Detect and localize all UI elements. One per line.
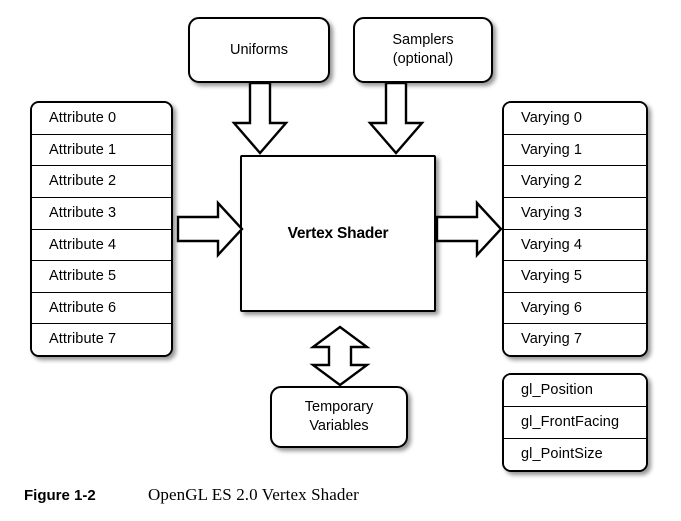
arrow-shader-to-varyings: [435, 199, 503, 259]
list-item: Attribute 2: [32, 166, 171, 198]
uniforms-label: Uniforms: [229, 41, 288, 58]
list-item: Varying 0: [504, 103, 646, 135]
list-item: Attribute 7: [32, 324, 171, 355]
list-item: Attribute 3: [32, 197, 171, 230]
list-item: Varying 1: [504, 134, 646, 167]
figure-number: Figure 1-2: [24, 486, 96, 504]
temporary-variables-box: Temporary Variables: [270, 386, 408, 448]
list-item: Attribute 4: [32, 229, 171, 262]
attributes-list: Attribute 0 Attribute 1 Attribute 2 Attr…: [30, 101, 173, 357]
list-item: gl_FrontFacing: [504, 407, 646, 439]
figure-title: OpenGL ES 2.0 Vertex Shader: [148, 485, 359, 504]
list-item: gl_Position: [504, 375, 646, 407]
figure-caption: Figure 1-2 OpenGL ES 2.0 Vertex Shader: [24, 480, 664, 510]
varyings-list: Varying 0 Varying 1 Varying 2 Varying 3 …: [502, 101, 648, 357]
list-item: Attribute 1: [32, 134, 171, 167]
list-item: Attribute 0: [32, 103, 171, 135]
temporary-variables-label: Temporary Variables: [304, 399, 374, 434]
vertex-shader-label: Vertex Shader: [287, 224, 389, 242]
samplers-label: Samplers (optional): [392, 32, 454, 67]
list-item: Varying 7: [504, 324, 646, 355]
vertex-shader-box: Vertex Shader: [240, 155, 436, 312]
list-item: Attribute 5: [32, 261, 171, 293]
arrow-shader-to-temporary-variables: [309, 325, 371, 387]
list-item: gl_PointSize: [504, 439, 646, 470]
list-item: Varying 3: [504, 197, 646, 230]
arrow-uniforms-to-shader: [231, 81, 289, 155]
arrow-attributes-to-shader: [176, 199, 244, 259]
list-item: Attribute 6: [32, 292, 171, 325]
builtin-outputs-list: gl_Position gl_FrontFacing gl_PointSize: [502, 373, 648, 472]
arrow-samplers-to-shader: [367, 81, 425, 155]
list-item: Varying 2: [504, 166, 646, 198]
list-item: Varying 5: [504, 261, 646, 293]
list-item: Varying 6: [504, 292, 646, 325]
samplers-box: Samplers (optional): [353, 17, 493, 83]
list-item: Varying 4: [504, 229, 646, 262]
uniforms-box: Uniforms: [188, 17, 330, 83]
